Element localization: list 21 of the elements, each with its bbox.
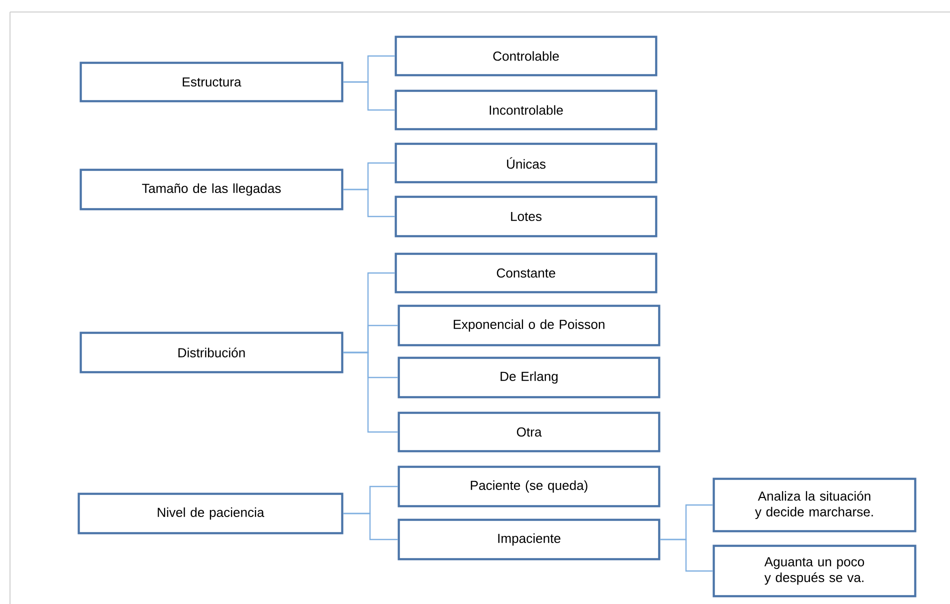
connector [343, 352, 398, 433]
text-box: Constante [394, 252, 658, 294]
connector [660, 538, 713, 572]
text-box: Tamaño de las llegadas [80, 168, 344, 210]
text-box: Analiza la situación y decide marcharse. [712, 478, 916, 532]
text-box: Aguanta un poco y después se va. [712, 544, 916, 598]
text-box: Impaciente [398, 518, 660, 560]
text-box: Distribución [80, 332, 344, 374]
text-box: Controlable [394, 36, 658, 76]
text-box: Únicas [394, 142, 658, 184]
text-box: Exponencial o de Poisson [398, 304, 660, 346]
text-box: Incontrolable [394, 90, 658, 130]
text-box: Lotes [394, 196, 658, 238]
connector [343, 81, 395, 111]
text-box: Nivel de paciencia [78, 492, 344, 534]
text-box: Otra [398, 412, 660, 452]
connector [343, 188, 395, 218]
text-box: Paciente (se queda) [398, 466, 660, 508]
text-box: Estructura [80, 62, 344, 102]
text-box: De Erlang [398, 356, 660, 398]
connector [343, 512, 398, 540]
